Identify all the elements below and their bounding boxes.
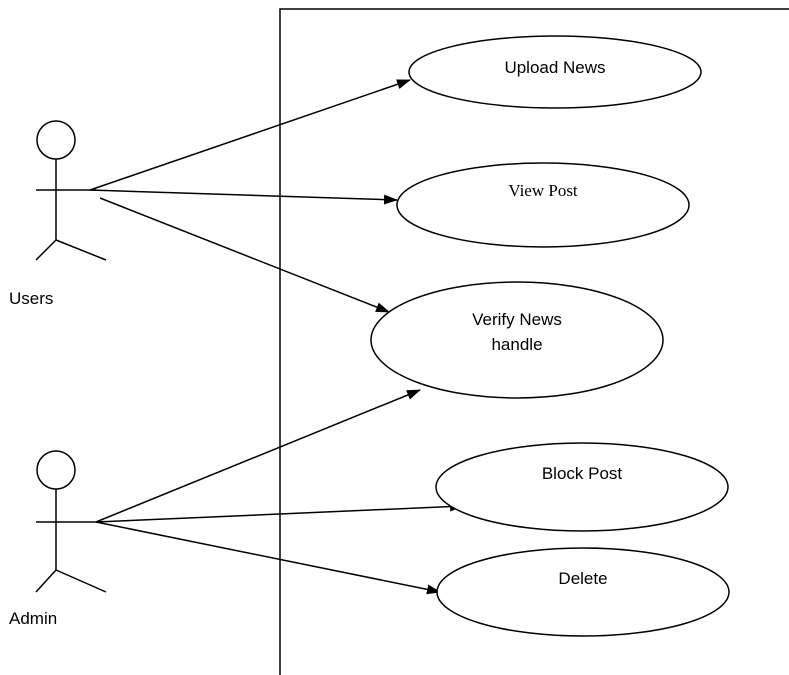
use-case-delete: Delete (436, 547, 730, 637)
use-case-label: Block Post (542, 464, 623, 483)
use-case-label-line-2: handle (491, 335, 542, 354)
actor-left-leg (35, 239, 57, 261)
actor-admin-label: Admin (9, 609, 57, 628)
association-admin-delete (95, 521, 441, 595)
actor-users (35, 120, 107, 261)
use-case-upload-news: Upload News (408, 35, 702, 109)
use-case-view-post: View Post (396, 162, 690, 248)
association-admin-verify (95, 389, 421, 523)
actor-admin (35, 450, 107, 593)
actor-head (36, 120, 76, 160)
use-case-block-post: Block Post (435, 442, 729, 532)
association-users-view (89, 189, 398, 205)
use-case-label: Verify News (472, 310, 562, 329)
actor-users-label: Users (9, 289, 53, 308)
association-users-verify (99, 197, 390, 313)
use-case-label: Upload News (504, 58, 605, 77)
association-admin-block (95, 501, 464, 523)
use-case-label: Delete (558, 569, 607, 588)
actor-right-leg (55, 239, 107, 261)
association-users-upload (89, 79, 411, 191)
actor-head (36, 450, 76, 490)
use-case-label: View Post (508, 181, 578, 200)
use-case-verify-news-handle: Verify News handle (370, 281, 664, 399)
actor-right-leg (55, 569, 107, 593)
system-boundary (279, 8, 789, 675)
actor-left-leg (35, 569, 57, 593)
